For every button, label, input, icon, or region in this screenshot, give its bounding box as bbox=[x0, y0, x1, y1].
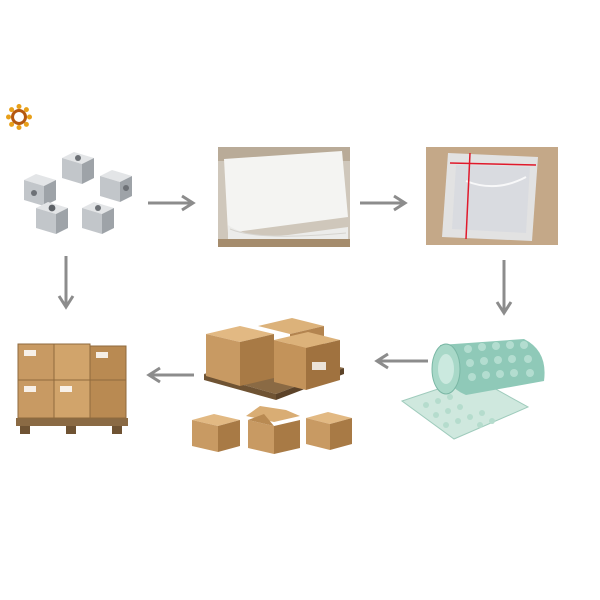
foam-sheet-image bbox=[218, 147, 350, 247]
arrow-right-icon bbox=[360, 194, 408, 212]
carton-boxes-image bbox=[192, 318, 352, 454]
bubble-wrap-image bbox=[400, 339, 545, 440]
aluminum-blocks-image bbox=[24, 152, 132, 234]
arrow-down-icon bbox=[57, 256, 75, 310]
carton-box-icon bbox=[206, 318, 340, 390]
metal-block-icon bbox=[24, 152, 132, 234]
stacked-cartons bbox=[17, 343, 127, 419]
small-boxes bbox=[192, 406, 352, 454]
arrow-left-icon bbox=[146, 366, 194, 384]
bubble-wrap-roll-icon bbox=[400, 339, 545, 440]
arrow-right-icon bbox=[148, 194, 196, 212]
palletized-shipment-image bbox=[16, 343, 128, 434]
arrow-down-icon bbox=[495, 260, 513, 316]
arrow-left-icon bbox=[374, 352, 428, 370]
plastic-bag-image bbox=[426, 147, 558, 245]
zip-bag-icon bbox=[442, 152, 538, 241]
sunflower-logo-icon bbox=[6, 104, 32, 130]
